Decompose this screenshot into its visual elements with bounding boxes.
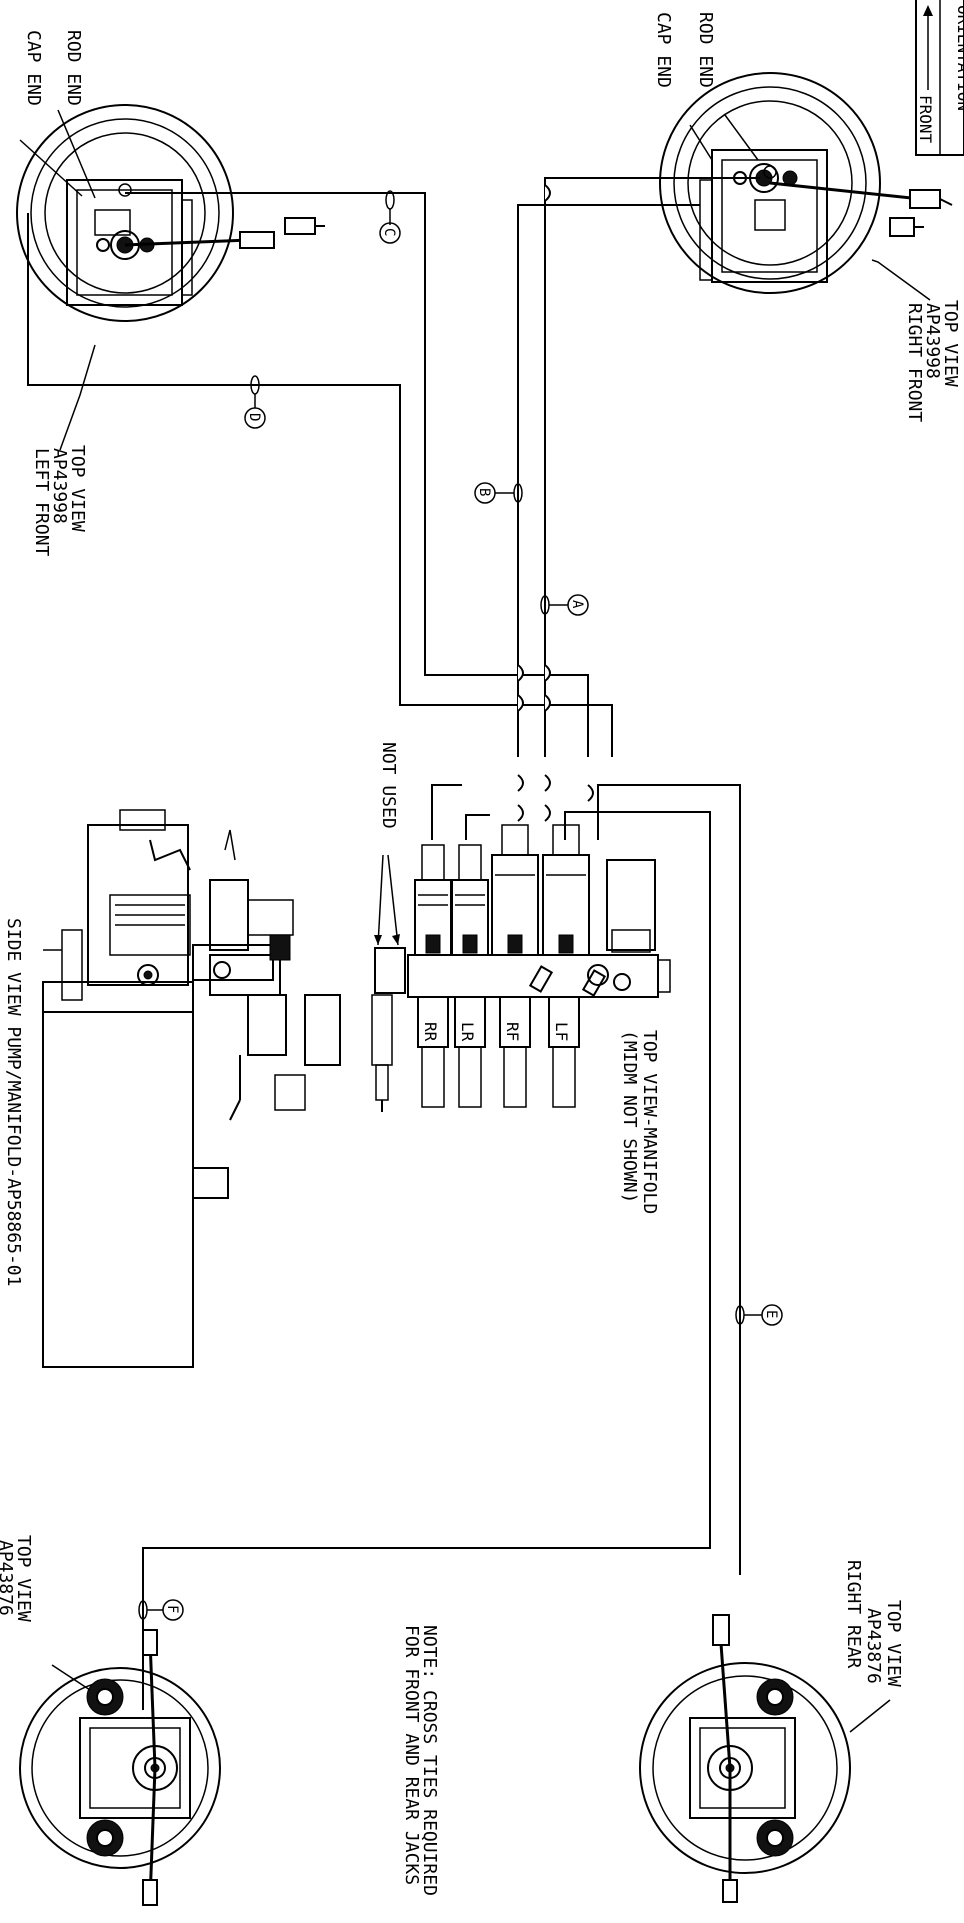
svg-text:D: D (246, 413, 262, 421)
lr-view: TOP VIEW (13, 1535, 34, 1622)
hose-marker-d: D (244, 375, 266, 429)
rr-position: RIGHT REAR (843, 1560, 864, 1669)
svg-text:A: A (569, 600, 585, 609)
svg-text:RR: RR (421, 1022, 440, 1042)
lf-view: TOP VIEW (67, 445, 88, 532)
note-line2: FOR FRONT AND REAR JACKS (401, 1625, 422, 1885)
orientation-box: ORIENTATION FRONT (915, 0, 964, 156)
left-rear-jack (19, 1629, 221, 1906)
port-rr: RR (417, 996, 449, 1108)
note-line1: NOTE: CROSS TIES REQUIRED (419, 1625, 440, 1896)
svg-text:E: E (763, 1310, 779, 1318)
port-lr: LR (454, 996, 486, 1108)
pump-caption: SIDE VIEW PUMP/MANIFOLD-AP58865-01 (3, 918, 24, 1286)
valve-rf (491, 824, 539, 956)
lf-rod-end: ROD END (63, 30, 84, 106)
hose-marker-b: B (474, 482, 523, 504)
hose-marker-f: F (138, 1599, 184, 1621)
svg-text:LF: LF (552, 1022, 571, 1041)
hose-marker-c: C (379, 190, 401, 244)
right-rear-jack (639, 1614, 891, 1903)
rf-view: TOP VIEW (940, 300, 961, 387)
not-used-leader (374, 854, 400, 946)
hose-marker-e: E (735, 1304, 783, 1326)
manifold-top-view: RR LR RF LF (371, 824, 671, 1112)
rf-cap-end: CAP END (653, 12, 674, 88)
port-lf: LF (548, 996, 580, 1108)
hose-lines (27, 177, 760, 1710)
manifold-title: TOP VIEW-MANIFOLD (639, 1030, 660, 1214)
svg-text:RF: RF (503, 1022, 522, 1041)
rf-rod-end: ROD END (695, 12, 716, 88)
right-front-jack (659, 72, 953, 301)
hose-marker-a: A (540, 594, 589, 616)
valve-lf (542, 824, 590, 956)
manifold-subtitle: (MIDM NOT SHOWN) (619, 1030, 640, 1203)
port-rf: RF (499, 996, 531, 1108)
svg-text:B: B (476, 488, 492, 496)
orientation-title: ORIENTATION (954, 5, 964, 111)
orientation-front: FRONT (916, 95, 935, 144)
svg-text:LR: LR (458, 1022, 477, 1042)
svg-text:F: F (164, 1605, 180, 1613)
left-front-jack (16, 104, 325, 451)
not-used-label: NOT USED (378, 742, 399, 829)
valve-lr (451, 844, 489, 956)
valve-rr (414, 844, 452, 956)
rf-position: RIGHT FRONT (904, 303, 925, 422)
svg-text:C: C (381, 228, 397, 236)
rf-part: AP43998 (922, 303, 943, 379)
rr-part: AP43876 (863, 1608, 884, 1684)
lf-part: AP43998 (49, 448, 70, 524)
lf-position: LEFT FRONT (31, 448, 52, 557)
lr-part: AP43876 (0, 1540, 16, 1616)
pump-side-view (42, 809, 341, 1368)
rr-view: TOP VIEW (883, 1600, 904, 1687)
lf-cap-end: CAP END (23, 30, 44, 106)
